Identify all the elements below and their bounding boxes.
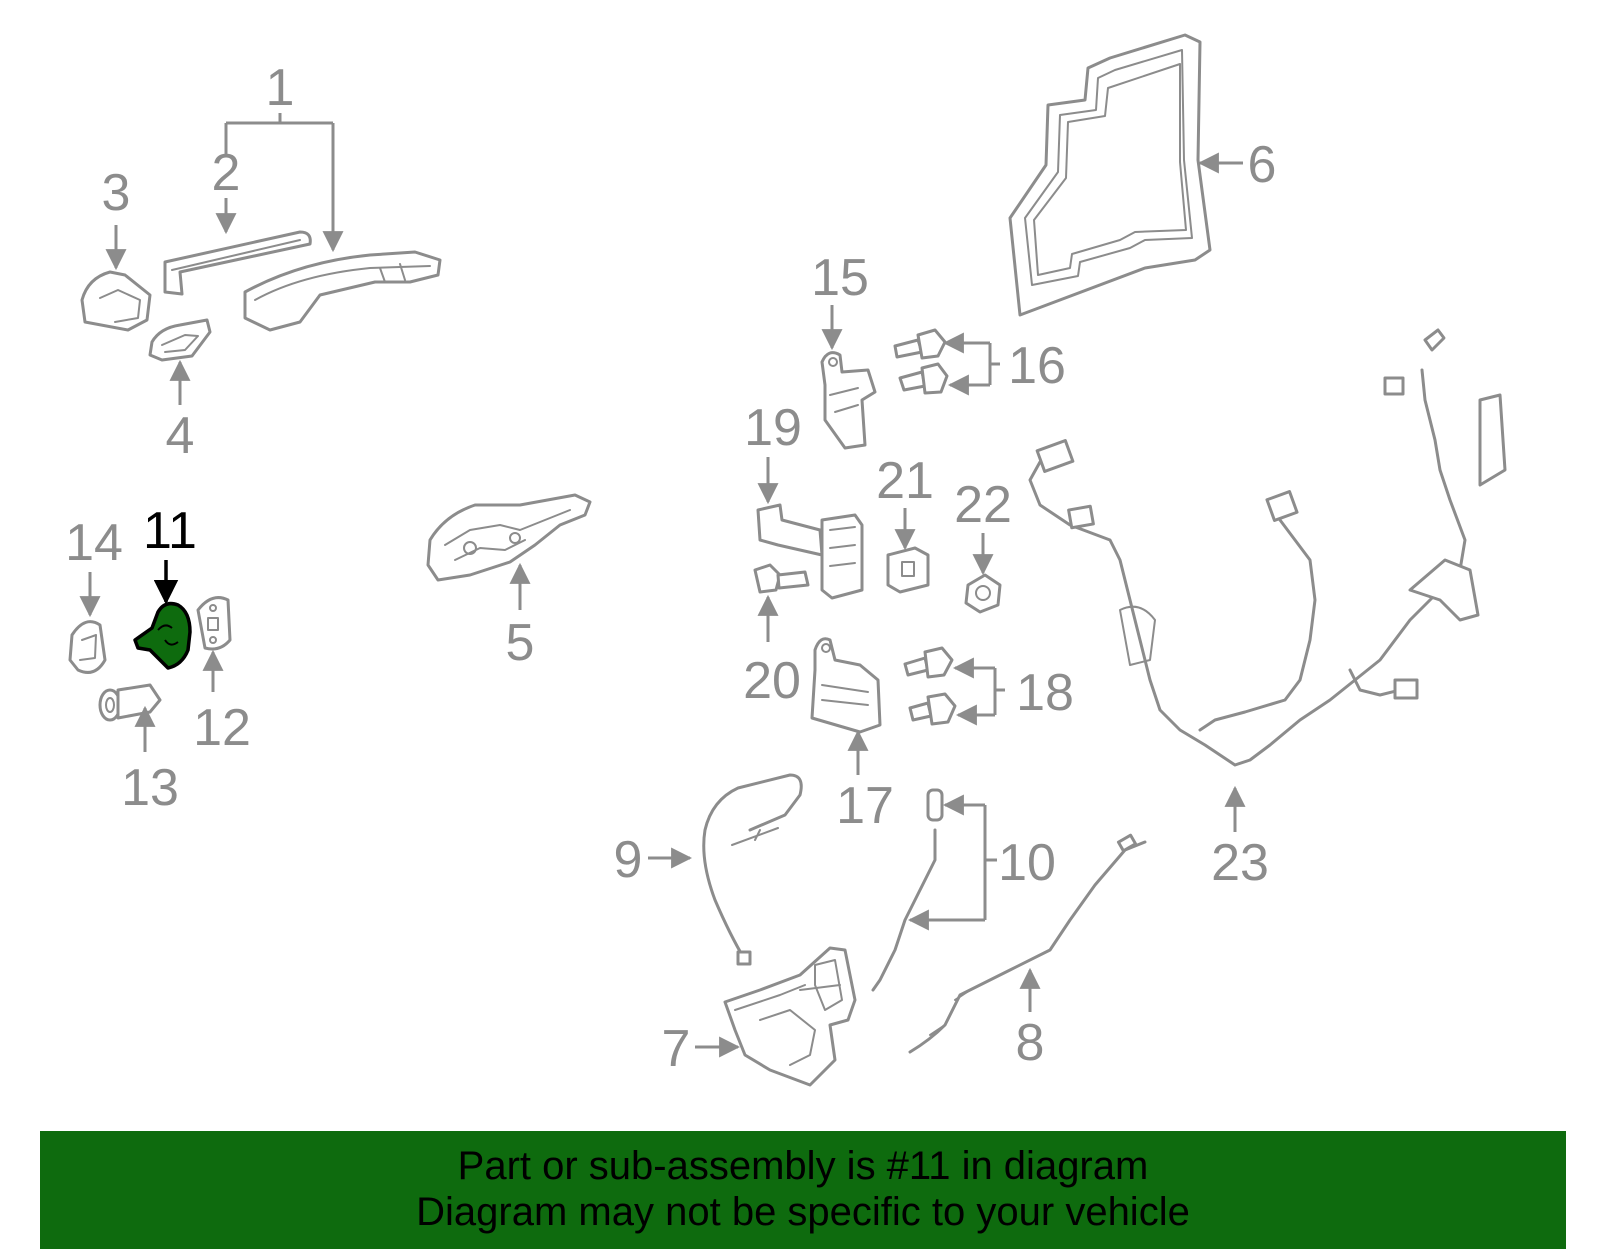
part-22-drawing <box>964 573 1002 614</box>
banner-line-2: Diagram may not be specific to your vehi… <box>416 1190 1190 1234</box>
part-21-drawing <box>886 546 930 594</box>
part-11-drawing <box>133 601 192 670</box>
callout-9: 9 <box>614 831 643 889</box>
part-14-drawing <box>68 620 107 674</box>
callout-13: 13 <box>121 759 179 817</box>
callout-17: 17 <box>836 777 894 835</box>
part-20-drawing <box>753 563 810 594</box>
info-banner: Part or sub-assembly is #11 in diagram D… <box>40 1131 1566 1249</box>
part-19-drawing <box>756 503 864 600</box>
callout-1: 1 <box>266 59 295 117</box>
part-7-drawing <box>723 946 857 1087</box>
callout-10: 10 <box>998 834 1056 892</box>
leader-lines <box>79 113 1246 1058</box>
callout-3: 3 <box>102 164 131 222</box>
banner-line-1: Part or sub-assembly is #11 in diagram <box>457 1144 1149 1188</box>
part-4-drawing <box>148 318 212 362</box>
part-23-drawing <box>1028 328 1507 767</box>
callout-22: 22 <box>954 476 1012 534</box>
callout-21: 21 <box>876 452 934 510</box>
callout-19: 19 <box>744 399 802 457</box>
part-15-drawing <box>820 351 877 450</box>
callout-16: 16 <box>1008 337 1066 395</box>
part-8-drawing <box>908 833 1147 1054</box>
part-6-drawing <box>1008 33 1212 317</box>
callout-7: 7 <box>662 1020 691 1078</box>
part-13-drawing <box>98 683 162 722</box>
callout-6: 6 <box>1248 136 1277 194</box>
callout-8: 8 <box>1016 1014 1045 1072</box>
callout-23: 23 <box>1211 834 1269 892</box>
callout-12: 12 <box>193 699 251 757</box>
callout-11: 11 <box>143 502 197 560</box>
callout-labels: 1 2 3 4 5 6 7 8 9 10 11 12 13 14 15 16 1… <box>65 59 1276 1078</box>
callout-14: 14 <box>65 514 123 572</box>
callout-5: 5 <box>506 614 535 672</box>
callout-18: 18 <box>1016 664 1074 722</box>
part-17-drawing <box>810 637 882 734</box>
part-11-highlight <box>133 601 192 670</box>
part-5-drawing <box>426 493 592 582</box>
part-2-drawing <box>163 230 312 296</box>
callout-4: 4 <box>166 407 195 465</box>
part-10-drawing <box>871 788 944 992</box>
callout-15: 15 <box>811 249 869 307</box>
part-3-drawing <box>80 270 152 332</box>
part-1-drawing <box>243 250 442 332</box>
part-12-drawing <box>196 596 232 651</box>
part-9-drawing <box>702 773 803 966</box>
part-18-drawing <box>903 646 957 726</box>
callout-2: 2 <box>212 144 241 202</box>
callout-20: 20 <box>743 652 801 710</box>
part-16-drawing <box>893 328 949 395</box>
